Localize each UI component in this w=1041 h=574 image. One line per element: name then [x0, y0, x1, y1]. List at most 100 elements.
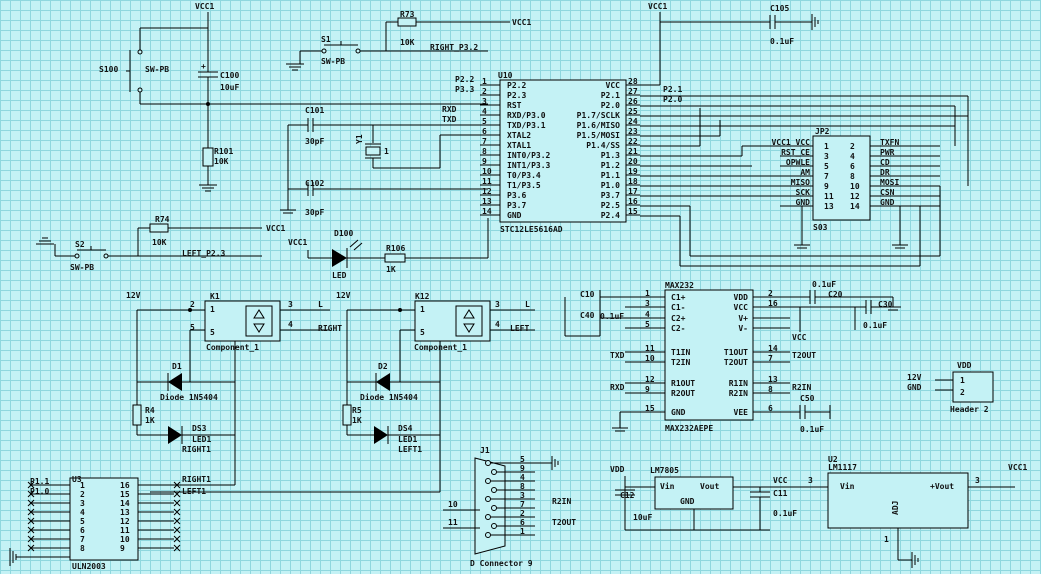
mcu-right-pin-label: P3.7: [601, 191, 620, 200]
uln-left-pin-num: 5: [80, 517, 85, 526]
k12-12v: 12V: [336, 291, 351, 300]
jp2-right-pin-num: 10: [850, 182, 860, 191]
k1-out-right: RIGHT: [318, 324, 342, 333]
uln-nc-mark: [173, 535, 181, 543]
mcu-part: STC12LE5616AD: [500, 225, 563, 234]
y1-value: 1: [384, 147, 389, 156]
jp2-left-pin-num: 5: [824, 162, 829, 171]
max-left-pin-label: R1OUT: [671, 379, 695, 388]
r4-value: 1K: [145, 416, 155, 425]
max-left-pin-num: 12: [645, 375, 655, 384]
svg-text:2: 2: [190, 300, 195, 309]
j1-label: J1: [480, 446, 490, 455]
uln-nc-mark: [173, 508, 181, 516]
mcu-right-pin-num: 17: [628, 187, 638, 196]
c30-label: C30: [878, 300, 893, 309]
left1-label: LEFT1: [398, 445, 422, 454]
net-rxd: RXD: [442, 105, 457, 114]
mcu-right-pin-num: 26: [628, 97, 638, 106]
mcu-left-pin-label: XTAL1: [507, 141, 531, 150]
dconn-pin-num: 6: [520, 518, 525, 527]
jp2-left-pin-num: 9: [824, 182, 829, 191]
net-p23: P3.3: [455, 85, 474, 94]
dconn-pin-num: 5: [520, 455, 525, 464]
mcu-left-pin-label: XTAL2: [507, 131, 531, 140]
r106-label: R106: [386, 244, 405, 253]
net-vcc1-r74: VCC1: [266, 224, 285, 233]
jp2-left-pin-num: 7: [824, 172, 829, 181]
r5-label: R5: [352, 406, 362, 415]
mcu-right-pin-num: 24: [628, 117, 638, 126]
c11-label: C11: [773, 489, 788, 498]
jp2-right-pin-label: CD: [880, 158, 890, 167]
s2-circuit: R74 VCC1 10K LEFT_P2.3 S2 SW-PB: [36, 215, 285, 272]
uln-left1: LEFT1: [182, 487, 206, 496]
d1-value: Diode 1N5404: [160, 392, 218, 402]
mcu-left-pin-num: 6: [482, 127, 487, 136]
uln-nc-mark: [173, 526, 181, 534]
mcu-left-pin-num: 4: [482, 107, 487, 116]
jp2-left-pin-label: GND: [796, 198, 811, 207]
mcu-left-pin-label: GND: [507, 211, 522, 220]
relay-k1: 12V K1 Component_1 1 5 2 5 6 3 L 4 RIGHT…: [126, 291, 342, 485]
jp2-right-pin-label: TXFN: [880, 138, 899, 147]
net-vcc1-r73: VCC1: [512, 18, 531, 27]
uln-right-pin-num: 12: [120, 517, 130, 526]
c40-label: C40: [580, 311, 595, 320]
jp2-right-pin-num: 14: [850, 202, 860, 211]
hdr-label: Header 2: [950, 405, 989, 414]
s2-label: S2: [75, 240, 85, 249]
led-circuit: VCC1 D100 LED R106 1K: [288, 218, 489, 280]
c50-value: 0.1uF: [800, 425, 824, 434]
header-2: VDD 12V GND 1 2 Header 2: [907, 361, 994, 414]
right1-label: RIGHT1: [182, 445, 211, 454]
dconn-pin-num: 1: [520, 527, 525, 536]
max-left-pin-label: C2-: [671, 324, 685, 333]
mcu-left-pin-label: T1/P3.5: [507, 181, 541, 190]
max-left-pin-num: 4: [645, 310, 650, 319]
net-p21: P2.1: [663, 85, 682, 94]
mcu-right-pin-num: 20: [628, 157, 638, 166]
max-left-pin-num: 10: [645, 354, 655, 363]
c12-label: C12: [620, 491, 635, 500]
mcu-left-pin-num: 5: [482, 117, 487, 126]
lm1117-vout: +Vout: [930, 482, 954, 491]
uln-net-p10: P1.0: [30, 487, 49, 496]
c101-label: C101: [305, 106, 324, 115]
mcu-left-pin-num: 12: [482, 187, 492, 196]
dconn-pin-num: 2: [520, 509, 525, 518]
uln-left-pin-num: 1: [80, 481, 85, 490]
jp2-right-pin-num: 2: [850, 142, 855, 151]
c11-value: 0.1uF: [773, 509, 797, 518]
max-left-pin-label: T2IN: [671, 358, 690, 367]
max-rxd: RXD: [610, 383, 625, 392]
mcu-left-pin-label: TXD/P3.1: [507, 121, 546, 130]
ds4-value: LED1: [398, 435, 417, 444]
mcu-right-pin-label: P1.2: [601, 161, 620, 170]
mcu-right-pin-num: 28: [628, 77, 638, 86]
max-right-pin-label: R2IN: [729, 389, 748, 398]
mcu-right-pin-label: P2.5: [601, 201, 620, 210]
lm7805-vdd: VDD: [610, 465, 625, 474]
k12-out-left: LEFT: [510, 324, 529, 333]
c101-value: 30pF: [305, 137, 324, 146]
jp2-left-pin-num: 3: [824, 152, 829, 161]
jp2-label: JP2: [815, 127, 830, 136]
lm7805-label: LM7805: [650, 466, 679, 475]
mcu-left-pin-num: 9: [482, 157, 487, 166]
dconn-pin: [491, 523, 497, 529]
uln-left-pin-num: 3: [80, 499, 85, 508]
lm7805-gnd: GND: [680, 497, 695, 506]
max-left-pin-label: C2+: [671, 314, 686, 323]
svg-text:3: 3: [495, 300, 500, 309]
j1-net-11: 11: [448, 518, 458, 527]
uln-left-pin-num: 6: [80, 526, 85, 535]
mcu-right-pin-num: 21: [628, 147, 638, 156]
r73-label: R73: [400, 10, 415, 19]
max-left-pin-label: GND: [671, 408, 686, 417]
svg-text:5: 5: [420, 328, 425, 337]
mcu-left-pin-num: 1: [482, 77, 487, 86]
c30-value: 0.1uF: [863, 321, 887, 330]
jp2-right-pin-label: DR: [880, 168, 890, 177]
